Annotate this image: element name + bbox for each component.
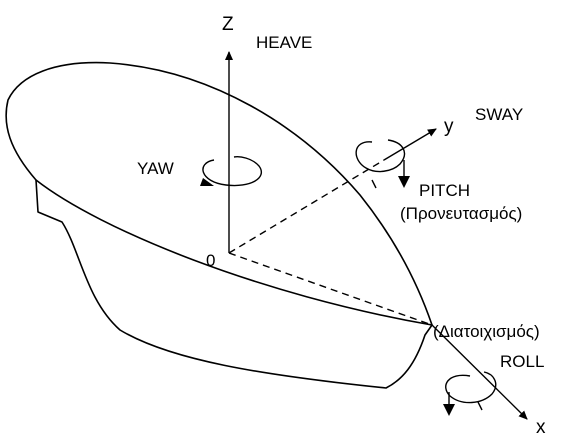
x-axis-label: x [536, 417, 546, 437]
y-axis-dashed [228, 159, 385, 254]
sway-label: SWAY [475, 105, 523, 124]
pitch-greek-label: (Προνευτασμός) [400, 204, 522, 223]
z-axis-label: Z [222, 14, 234, 35]
yaw-arrowhead [200, 178, 214, 186]
yaw-rotation-arrow [202, 156, 262, 187]
heave-label: HEAVE [256, 33, 312, 52]
origin-label: 0 [206, 251, 215, 270]
yaw-label: YAW [137, 159, 174, 178]
pitch-tick [371, 179, 377, 189]
roll-tick [477, 401, 483, 411]
roll-arrowhead [443, 404, 455, 416]
deck-outline [5, 61, 433, 326]
roll-label: ROLL [500, 352, 544, 371]
roll-greek-label: (Διατοιχισμός) [433, 322, 540, 341]
y-axis-line [383, 128, 437, 161]
hull-side [35, 179, 433, 389]
y-axis-label: y [444, 116, 454, 137]
roll-rotation-arrow [445, 371, 497, 404]
x-axis-line [431, 324, 528, 420]
pitch-arrowhead [398, 176, 410, 188]
pitch-label: PITCH [419, 181, 470, 200]
pitch-rotation-arrow [355, 139, 406, 173]
x-axis-dashed [228, 252, 433, 326]
